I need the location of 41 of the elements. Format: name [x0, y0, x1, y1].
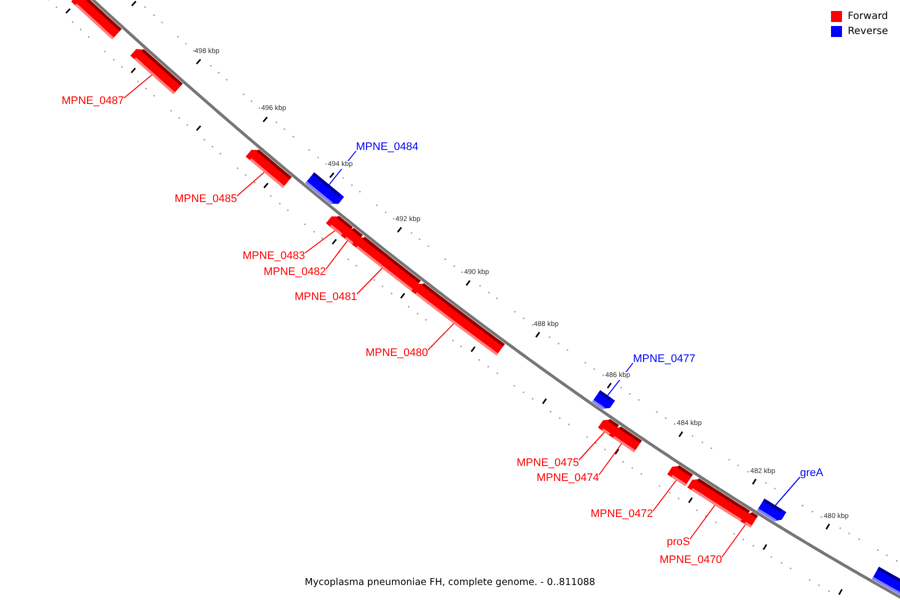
legend-label: Forward: [848, 11, 888, 22]
gene-block: [305, 172, 344, 204]
gene-block: [740, 512, 758, 528]
leader-line: [124, 74, 152, 98]
gene-label: proS: [666, 536, 690, 549]
gene-block: [667, 465, 693, 486]
leader-line: [722, 524, 746, 558]
leader-line: [578, 432, 605, 460]
gene-label: MPNE_0470: [660, 554, 722, 567]
gene-block: [130, 48, 183, 94]
gene-label: MPNE_0485: [174, 193, 237, 206]
legend-label: Reverse: [848, 26, 888, 37]
leader-line: [652, 480, 677, 512]
gene-block: [872, 566, 900, 596]
leader-line: [356, 268, 383, 294]
leader-line: [236, 172, 265, 196]
gene-block: [246, 149, 292, 188]
gene-label: MPNE_0480: [366, 347, 428, 360]
caption: Mycoplasma pneumoniae FH, complete genome. - 0..811088: [304, 577, 596, 588]
gene-label: MPNE_0475: [516, 457, 579, 470]
gene-label: MPNE_0472: [590, 508, 653, 521]
gene-block: [608, 426, 642, 452]
gene-block: [757, 498, 786, 522]
gene-label: MPNE_0482: [264, 266, 326, 279]
leader-line: [690, 504, 716, 540]
gene-label: greA: [800, 467, 824, 480]
gene-label: MPNE_0481: [294, 291, 357, 304]
gene-label: MPNE_0484: [356, 141, 418, 154]
leader-line: [598, 443, 622, 476]
leader-line: [326, 240, 348, 270]
leader-line: [774, 476, 800, 506]
gene-block: [687, 478, 750, 523]
leader-line: [428, 323, 454, 350]
gene-label: MPNE_0483: [242, 250, 305, 263]
gene-block: [71, 0, 122, 40]
gene-block: [352, 236, 421, 292]
gene-label: MPNE_0474: [536, 472, 599, 485]
leader-line: [304, 230, 336, 254]
gene-label: MPNE_0487: [62, 95, 124, 108]
gene-label: MPNE_0477: [633, 353, 696, 366]
gene-block: [592, 390, 616, 410]
